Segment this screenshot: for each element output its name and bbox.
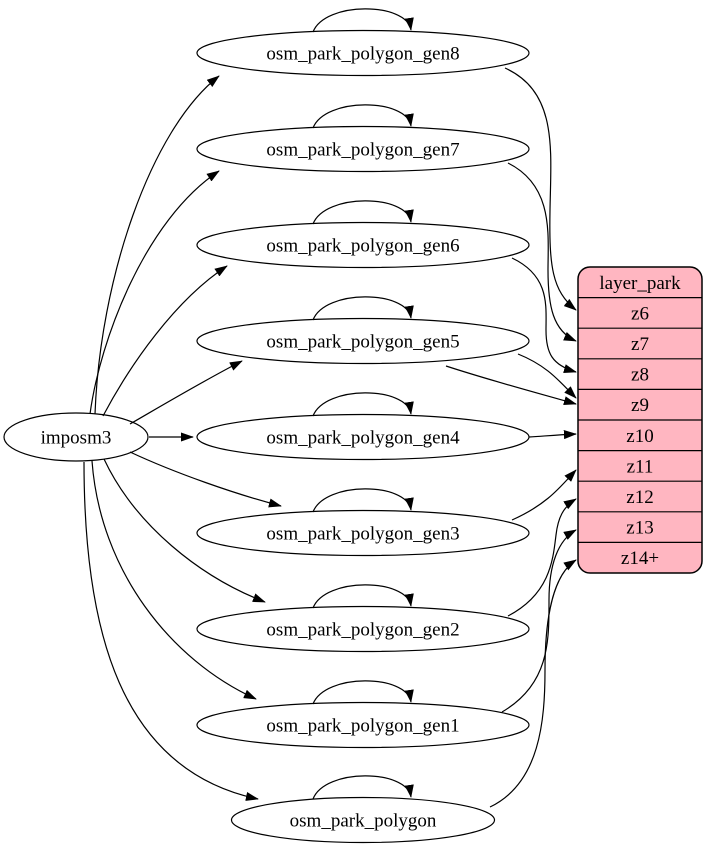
table-node-osm_park_polygon_gen2 [196, 605, 530, 653]
layer-row-label-z14+: z14+ [621, 548, 659, 569]
layer-row-label-z11: z11 [627, 456, 654, 477]
table-node-osm_park_polygon_gen5 [196, 317, 530, 365]
table-node-osm_park_polygon [230, 796, 496, 844]
layer-table-title: layer_park [599, 273, 681, 294]
edge-imposm3-to-osm_park_polygon_gen8 [94, 75, 220, 415]
layer-row-label-z8: z8 [631, 365, 649, 386]
self-loop-osm_park_polygon_gen2 [312, 584, 414, 609]
edge-imposm3-to-osm_park_polygon_gen5 [129, 360, 243, 425]
edge-imposm3-to-osm_park_polygon_gen6 [102, 265, 228, 417]
layer-table: layer_park z6 z7 z8 z9 z10 z11 z12 z13 z14+ [577, 266, 703, 574]
edges [83, 8, 577, 808]
self-loop-osm_park_polygon_gen5 [312, 296, 414, 321]
table-node-label-osm_park_polygon_gen2: osm_park_polygon_gen2 [266, 620, 459, 641]
layer-row-label-z13: z13 [626, 518, 653, 539]
edge-osm_park_polygon_gen5-to-row-z9 [445, 365, 577, 406]
edge-osm_park_polygon-to-row-z14+ [489, 559, 577, 808]
table-node-osm_park_polygon_gen6 [196, 221, 530, 269]
table-node-osm_park_polygon_gen7 [196, 125, 530, 173]
edge-imposm3-to-osm_park_polygon_gen2 [103, 458, 266, 603]
source-node-label: imposm3 [41, 428, 112, 449]
self-loop-osm_park_polygon_gen4 [312, 392, 414, 417]
layer-row-label-z9: z9 [631, 395, 649, 416]
layer-row-label-z10: z10 [626, 426, 653, 447]
table-node-osm_park_polygon_gen3 [196, 509, 530, 557]
table-node-label-osm_park_polygon_gen6: osm_park_polygon_gen6 [266, 236, 459, 257]
table-node-label-osm_park_polygon_gen3: osm_park_polygon_gen3 [266, 524, 459, 545]
edge-osm_park_polygon_gen6-to-row-z8 [511, 257, 577, 373]
edge-imposm3-to-osm_park_polygon_gen3 [129, 451, 282, 508]
edge-osm_park_polygon_gen4-to-row-z10 [528, 430, 577, 440]
edge-osm_park_polygon_gen3-to-row-z11 [511, 469, 577, 521]
table-node-label-osm_park_polygon_gen4: osm_park_polygon_gen4 [266, 428, 460, 449]
edge-imposm3-to-osm_park_polygon [83, 461, 259, 801]
edge-osm_park_polygon_gen2-to-row-z12 [507, 498, 577, 617]
edge-osm_park_polygon_gen1-to-row-z13 [501, 529, 577, 713]
table-node-label-osm_park_polygon_gen8: osm_park_polygon_gen8 [266, 44, 459, 65]
edge-imposm3-to-osm_park_polygon_gen7 [89, 170, 220, 415]
self-loop-osm_park_polygon_gen3 [312, 488, 414, 513]
self-loop-osm_park_polygon_gen8 [312, 8, 414, 33]
edge-imposm3-to-osm_park_polygon_gen1 [91, 460, 257, 700]
table-node-label-osm_park_polygon_gen7: osm_park_polygon_gen7 [266, 140, 459, 161]
edge-osm_park_polygon_gen8-to-row-z6 [504, 67, 577, 311]
layer-row-label-z7: z7 [631, 334, 649, 355]
source-node-imposm3 [3, 412, 149, 462]
table-node-label-osm_park_polygon_gen5: osm_park_polygon_gen5 [266, 332, 459, 353]
layer-row-label-z6: z6 [631, 303, 649, 324]
self-loop-osm_park_polygon_gen6 [312, 200, 414, 225]
self-loop-osm_park_polygon_gen7 [312, 104, 414, 129]
table-node-osm_park_polygon_gen8 [196, 29, 530, 77]
self-loop-osm_park_polygon [312, 775, 414, 800]
table-node-label-osm_park_polygon: osm_park_polygon [290, 811, 437, 832]
edge-osm_park_polygon_gen5-to-row-z9 [517, 353, 577, 399]
self-loop-osm_park_polygon_gen1 [312, 680, 414, 705]
layer-row-label-z12: z12 [626, 487, 653, 508]
table-node-label-osm_park_polygon_gen1: osm_park_polygon_gen1 [266, 716, 459, 737]
edge-osm_park_polygon_gen7-to-row-z7 [507, 162, 577, 342]
table-node-osm_park_polygon_gen1 [196, 701, 530, 749]
